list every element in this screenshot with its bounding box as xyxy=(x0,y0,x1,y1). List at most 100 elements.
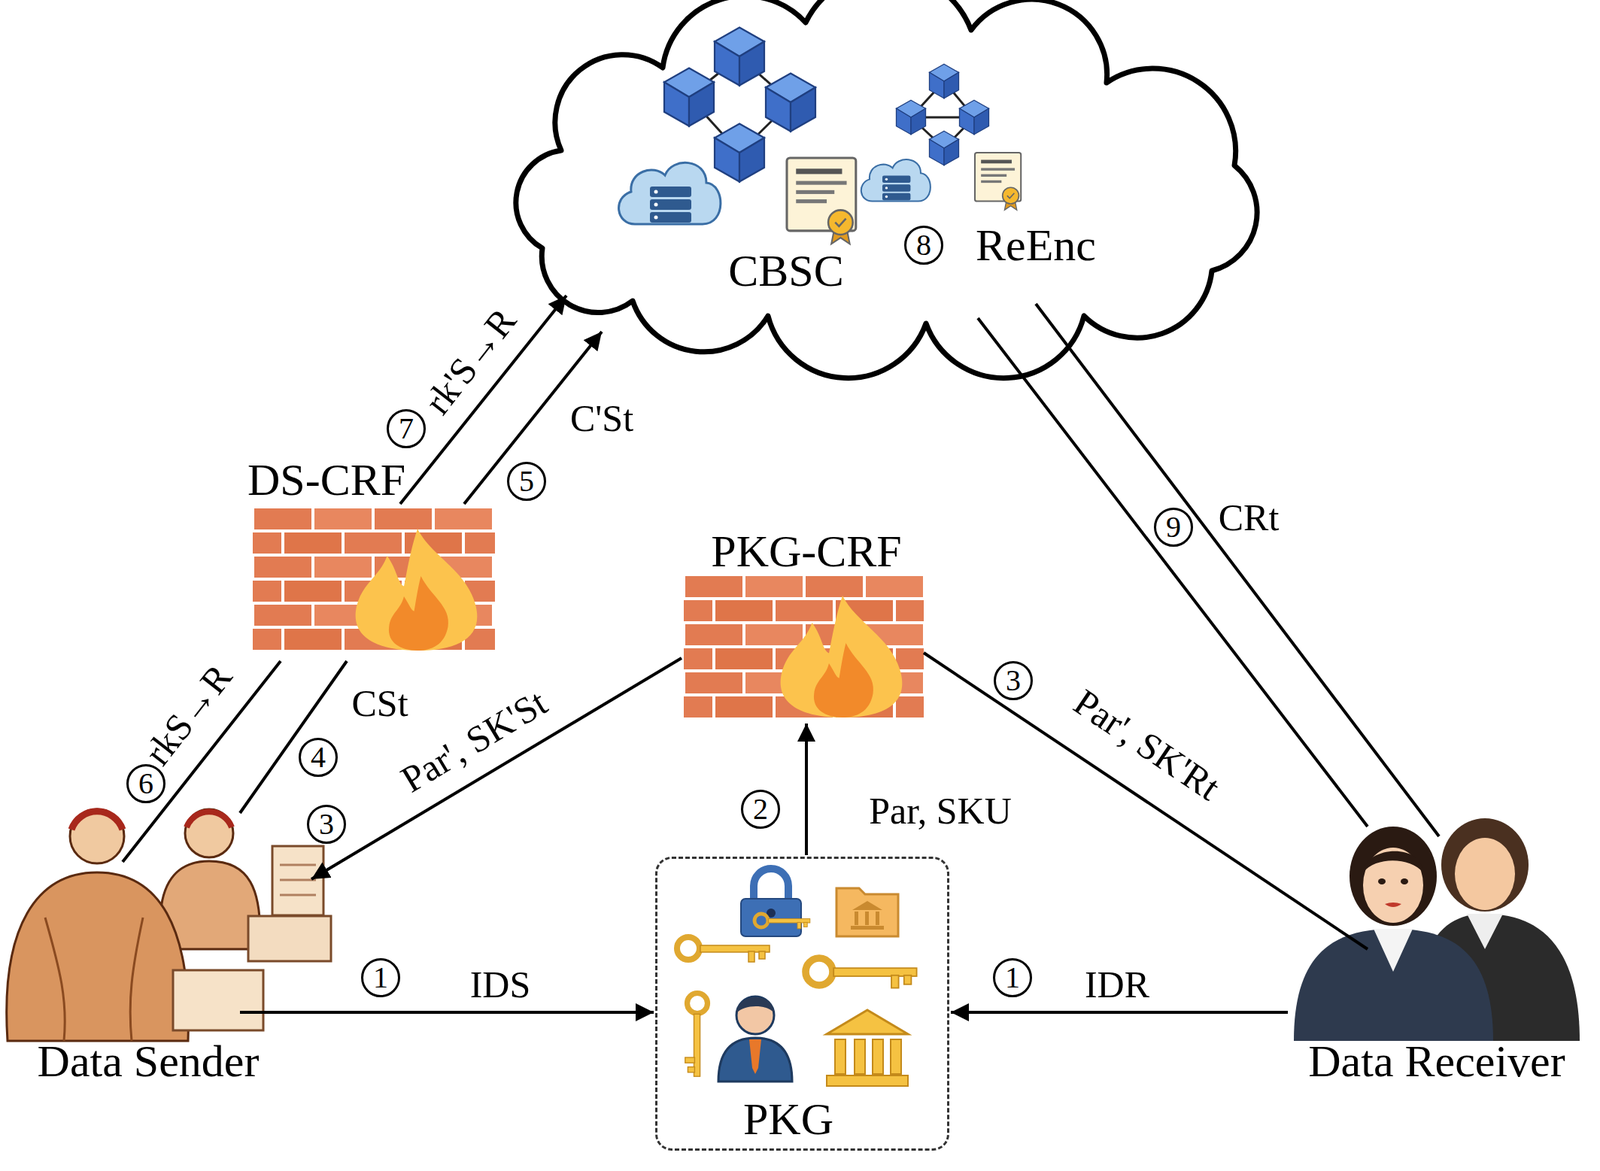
pkg-icons xyxy=(836,888,899,937)
sender-figure xyxy=(69,809,125,864)
firewall-box: PKG-CRF xyxy=(677,526,930,723)
blockchain-cubes xyxy=(714,27,765,86)
callout-number: 9 xyxy=(1153,507,1194,547)
cloud-icons xyxy=(861,159,931,202)
pkg-icons xyxy=(718,1038,793,1082)
pkg-icons xyxy=(850,925,884,930)
connector-line xyxy=(1035,303,1440,837)
edge-label: Par', SK'Rt xyxy=(1067,683,1227,808)
cloud-platform: CBSCReEnc xyxy=(489,0,1286,347)
blockchain-cubes xyxy=(929,130,960,166)
pkg-icons xyxy=(852,901,883,911)
connector-line xyxy=(311,658,682,880)
edge-label: IDR xyxy=(1084,965,1150,1004)
blockchain-cubes xyxy=(714,124,765,183)
callout-number: 1 xyxy=(361,958,401,998)
callout-number: 7 xyxy=(386,409,426,449)
connector-line xyxy=(804,723,808,856)
cloud-outline xyxy=(516,0,1257,379)
callout-number: 1 xyxy=(992,958,1033,998)
edge-label: Par', SK'St xyxy=(394,683,553,799)
callout-number: 5 xyxy=(507,461,547,501)
node-label: PKG xyxy=(743,1096,834,1142)
pkg-icons xyxy=(865,911,869,926)
receiver-figure xyxy=(1454,837,1515,911)
connector-line xyxy=(239,661,347,814)
callout-number: 6 xyxy=(126,764,166,804)
sender-figure xyxy=(272,846,324,916)
receiver-figure xyxy=(1363,847,1424,923)
blockchain-cubes xyxy=(929,63,960,99)
pkg-icons xyxy=(872,1039,884,1075)
receiver-figure xyxy=(1363,851,1424,873)
receiver-figure xyxy=(1441,818,1529,912)
receiver-figure xyxy=(1349,826,1437,926)
pkg-icons xyxy=(736,996,775,1035)
receiver-figure xyxy=(1293,929,1494,1042)
edge-label: rkS→R xyxy=(137,657,238,772)
connector-line xyxy=(400,295,567,504)
pkg-icons xyxy=(834,1039,846,1075)
sender-figure xyxy=(248,916,331,962)
sender-figure xyxy=(186,811,232,828)
firewall-wall xyxy=(355,528,478,651)
pkg-icons xyxy=(826,1075,908,1087)
edge-label: CRt xyxy=(1218,498,1280,537)
receiver-figure xyxy=(1400,878,1409,885)
pkg-icons xyxy=(677,937,770,963)
pkg-icons xyxy=(890,1039,902,1075)
pkg-icons xyxy=(805,958,917,989)
blockchain-cubes xyxy=(896,100,926,135)
callout-number: 2 xyxy=(740,789,781,829)
cloud-icons xyxy=(786,157,857,244)
blockchain-cubes xyxy=(959,100,990,135)
pkg-icons xyxy=(677,868,917,1087)
edge-label: CSt xyxy=(351,684,408,723)
node-label: CBSC xyxy=(728,248,844,294)
edge-label: C'St xyxy=(570,399,634,438)
sender-figure xyxy=(279,864,316,867)
pkg-icons xyxy=(854,1039,866,1075)
callout-number: 8 xyxy=(904,225,944,265)
cloud-icons xyxy=(974,152,1021,210)
sender-figure xyxy=(71,811,123,830)
pkg-icons xyxy=(685,993,708,1078)
pkg-icons xyxy=(854,911,859,926)
sender-figure xyxy=(173,970,264,1031)
blockchain-cubes xyxy=(765,73,816,132)
connector-line xyxy=(239,1011,654,1015)
receiver-figure xyxy=(1378,878,1386,885)
sender-figure xyxy=(279,879,316,882)
receiver-figure xyxy=(1293,818,1580,1042)
edge-label: Par, SKU xyxy=(868,792,1012,830)
firewall-wall xyxy=(780,595,903,718)
callout-number: 4 xyxy=(298,737,338,778)
edge-label: rk'S→R xyxy=(417,301,523,421)
node-label: PKG-CRF xyxy=(710,528,902,574)
sender-figure xyxy=(185,809,234,858)
firewall-wall xyxy=(683,574,924,720)
sender-figure xyxy=(6,872,189,1042)
actor-figure: Data Receiver xyxy=(1271,804,1591,1087)
cloud-icons xyxy=(619,162,721,225)
node-label: Data Receiver xyxy=(1308,1038,1565,1084)
node-label: Data Sender xyxy=(37,1038,260,1084)
pkg-box: PKG xyxy=(655,856,950,1151)
edge-label: IDS xyxy=(470,965,532,1004)
callout-number: 3 xyxy=(306,804,347,845)
cloud-icons xyxy=(619,152,1022,244)
pkg-icons xyxy=(875,911,880,926)
actor-figure: Data Sender xyxy=(0,804,335,1087)
pkg-icons xyxy=(753,868,789,901)
pkg-icons xyxy=(749,1039,762,1075)
pkg-icons xyxy=(754,913,811,930)
blockchain-cubes xyxy=(664,68,714,127)
sender-figure xyxy=(45,917,143,1042)
receiver-figure xyxy=(1384,902,1402,908)
receiver-figure xyxy=(1373,929,1413,972)
pkg-icons xyxy=(740,898,802,937)
sender-figure xyxy=(6,809,331,1042)
node-label: DS-CRF xyxy=(247,457,406,503)
